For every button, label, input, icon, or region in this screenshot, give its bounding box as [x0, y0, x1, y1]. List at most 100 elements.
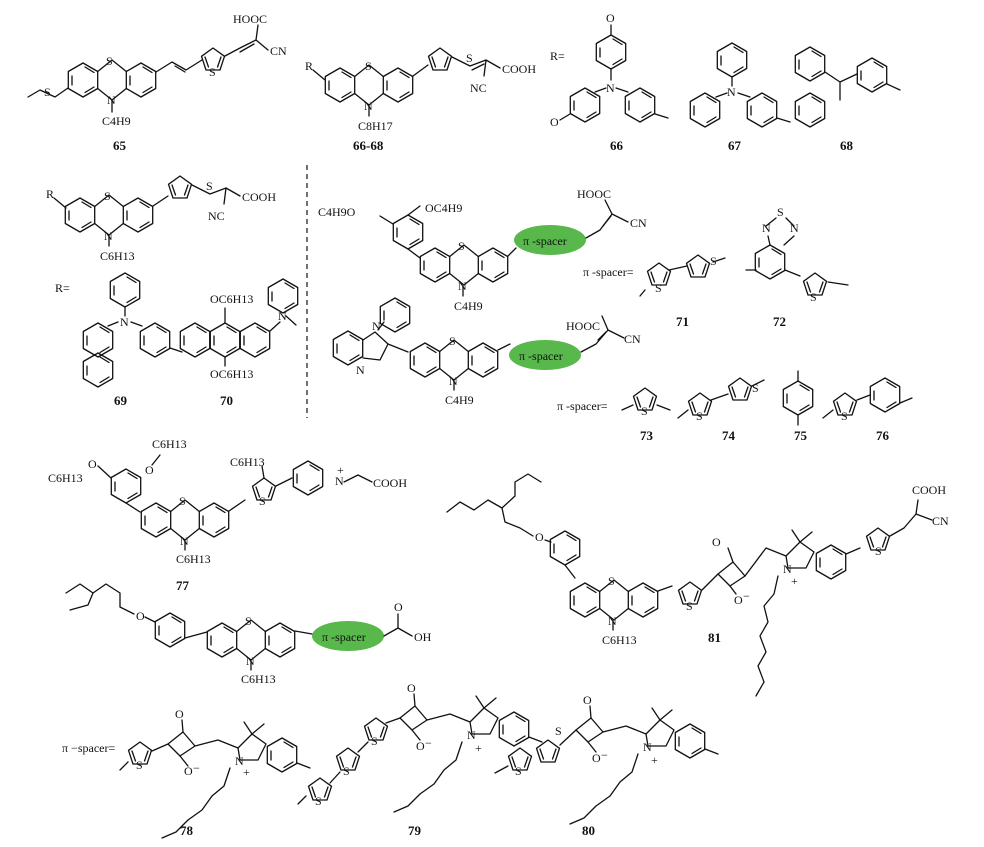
atom-n: N	[356, 363, 365, 377]
compound-label-80: 80	[582, 823, 595, 838]
atom-o: O	[88, 457, 97, 471]
atom-s: S	[315, 794, 322, 808]
group-hooc: HOOC	[566, 319, 600, 333]
atom-s: S	[179, 494, 186, 508]
compound-label-68: 68	[840, 138, 854, 153]
substituent-c6h13: C6H13	[48, 471, 83, 485]
substituent-c6h13: C6H13	[241, 672, 276, 686]
r-equals: R=	[55, 281, 70, 295]
atom-s: S	[696, 409, 703, 423]
group-cooh: COOH	[912, 483, 946, 497]
group-cooh: COOH	[373, 476, 407, 490]
charge-plus: +	[337, 463, 344, 477]
pi-spacer-73-76: π -spacer= S 73 S S 74 75 S 76	[557, 370, 913, 443]
substituent-c4h9: C4H9	[102, 114, 131, 128]
atom-o: O	[145, 463, 154, 477]
atom-n: N	[372, 319, 381, 333]
compound-66-68: R S N C8H17 S NC COOH 66-68	[305, 47, 536, 153]
compound-label-69: 69	[114, 393, 128, 408]
charge-plus: +	[791, 574, 798, 588]
r-group: R	[46, 187, 54, 201]
atom-o: O	[394, 600, 403, 614]
substituent-oc6h13: OC6H13	[210, 367, 253, 381]
substituent-c6h13: C6H13	[176, 552, 211, 566]
group-oh: OH	[414, 630, 432, 644]
pi-spacer-pill	[312, 621, 384, 651]
compound-71-72-core: C4H9O OC4H9 S N C4H9 π -spacer HOOC CN	[318, 187, 647, 313]
substituent-c4h9o: C4H9O	[318, 205, 356, 219]
compound-label-75: 75	[794, 428, 808, 443]
atom-o: O	[136, 609, 145, 623]
atom-n: N	[790, 221, 799, 235]
atom-s: S	[608, 574, 615, 588]
compound-69: N 69	[82, 272, 183, 408]
atom-s: S	[136, 758, 143, 772]
atom-n: N	[643, 740, 652, 754]
r-groups-66-68: R= O N O 66 N 67 68	[550, 11, 901, 153]
substituent-c6h13: C6H13	[100, 249, 135, 263]
atom-s: S	[458, 239, 465, 253]
pi-spacer-78: π −spacer= S O O − N + 78	[62, 707, 311, 839]
pi-spacer-equals: π -spacer=	[583, 265, 634, 279]
atom-o: O	[175, 707, 184, 721]
atom-s: S	[245, 614, 252, 628]
substituent-c6h13: C6H13	[230, 455, 265, 469]
compound-69-70-core: R S N C6H13 S NC COOH R=	[46, 175, 276, 295]
group-cn: CN	[932, 514, 949, 528]
compound-label-74: 74	[722, 428, 736, 443]
atom-o: O	[592, 751, 601, 765]
group-cooh: COOH	[242, 190, 276, 204]
charge-minus: −	[193, 761, 200, 775]
atom-s: S	[752, 381, 759, 395]
atom-s: S	[710, 254, 717, 268]
atom-n: N	[278, 309, 287, 323]
substituent-c4h9: C4H9	[445, 393, 474, 407]
compound-label-81: 81	[708, 630, 721, 645]
substituent-c6h13: C6H13	[152, 437, 187, 451]
atom-s: S	[810, 290, 817, 304]
charge-plus: +	[243, 765, 250, 779]
atom-s: S	[209, 65, 216, 79]
atom-o: O	[535, 530, 544, 544]
compound-label-71: 71	[676, 314, 689, 329]
atom-o: O	[712, 535, 721, 549]
atom-s: S	[641, 404, 648, 418]
group-cooh: COOH	[502, 62, 536, 76]
atom-s: S	[449, 334, 456, 348]
compound-78-80-core: O S N C6H13 π -spacer O OH	[65, 583, 432, 686]
compound-77: C6H13 O O C6H13 S N C6H13 S C6H13 N + CO…	[48, 437, 407, 593]
atom-s: S	[104, 189, 111, 203]
atom-s: S	[777, 205, 784, 219]
atom-s: S	[259, 494, 266, 508]
pi-spacer-pill	[509, 340, 581, 370]
compound-81: O S N C6H13 S O O − N + S COOH CN 81	[446, 473, 949, 697]
atom-n: N	[727, 85, 736, 99]
compound-label-66: 66	[610, 138, 624, 153]
atom-o: O	[550, 115, 559, 129]
atom-s: S	[841, 409, 848, 423]
compound-label-72: 72	[773, 314, 786, 329]
atom-s: S	[44, 85, 51, 99]
atom-s: S	[206, 179, 213, 193]
compound-label-73: 73	[640, 428, 654, 443]
r-equals: R=	[550, 49, 565, 63]
atom-o: O	[407, 681, 416, 695]
compound-65: S N C4H9 S S HOOC CN 65	[27, 12, 287, 153]
compound-label-78: 78	[180, 823, 194, 838]
pi-spacer-71-72: π -spacer= S S 71 N N S S 72	[583, 205, 849, 329]
atom-s: S	[466, 51, 473, 65]
pi-spacer-label: π -spacer	[322, 630, 366, 644]
charge-minus: −	[601, 748, 608, 762]
atom-s: S	[106, 54, 113, 68]
substituent-c4h9: C4H9	[454, 299, 483, 313]
atom-o: O	[184, 764, 193, 778]
group-cn: CN	[630, 216, 647, 230]
charge-minus: −	[425, 736, 432, 750]
group-hooc: HOOC	[233, 12, 267, 26]
charge-plus: +	[651, 753, 658, 767]
atom-o: O	[606, 11, 615, 25]
atom-s: S	[555, 724, 562, 738]
compound-label-65: 65	[113, 138, 127, 153]
atom-n: N	[762, 221, 771, 235]
substituent-oc4h9: OC4H9	[425, 201, 462, 215]
